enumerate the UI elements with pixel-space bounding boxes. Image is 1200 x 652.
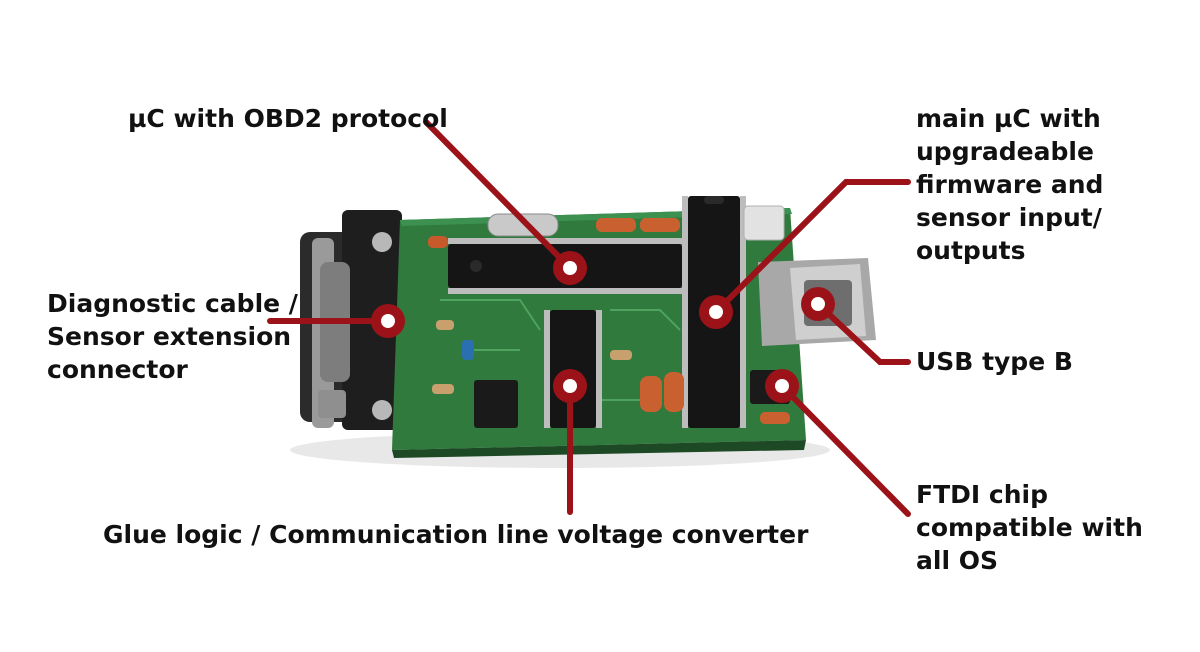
leader-line-ftdi [779, 383, 911, 517]
small-ic-chip [474, 380, 518, 428]
leader-line-obd2 [423, 119, 573, 271]
marker-obd2 [553, 251, 587, 285]
leader-lines [267, 119, 911, 517]
marker-ftdi [765, 369, 799, 403]
label-ftdi-chip: FTDI chip compatible with all OS [916, 480, 1143, 575]
marker-usb [801, 287, 835, 321]
label-glue-logic: Glue logic / Communication line voltage … [103, 520, 809, 549]
usb-b-connector [743, 205, 876, 346]
label-usb-type-b: USB type B [916, 347, 1073, 376]
markers [371, 251, 835, 403]
passive-components [428, 218, 790, 424]
label-diagnostic-connector: Diagnostic cable / Sensor extension conn… [47, 289, 298, 384]
crystal-oscillator [487, 213, 559, 237]
marker-main-uc [699, 295, 733, 329]
label-main-microcontroller: main µC with upgradeable firmware and se… [916, 104, 1104, 265]
label-obd2-microcontroller: µC with OBD2 protocol [128, 104, 448, 133]
leader-line-usb [815, 301, 911, 365]
leader-line-main-uc [713, 179, 911, 315]
marker-glue [553, 369, 587, 403]
marker-diagnostic [371, 304, 405, 338]
